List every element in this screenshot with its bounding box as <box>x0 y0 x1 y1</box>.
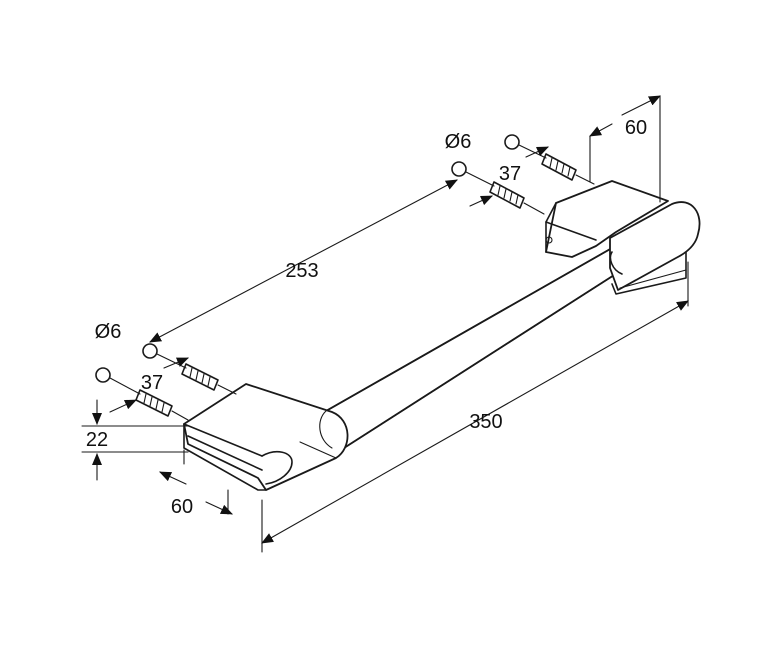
right-bracket-screw-hole <box>545 236 553 244</box>
dimension-total-length: 350 <box>261 261 689 553</box>
dimension-label-left-hole-diameter: Ø6 <box>95 321 122 343</box>
left-lower-screw <box>95 367 189 421</box>
dimension-label-left-screw-length: 37 <box>141 372 163 394</box>
dimension-left-screw-length: 37 <box>109 357 189 413</box>
dimension-label-right-screw-length: 37 <box>499 163 521 185</box>
dimension-right-bracket-depth: 60 <box>589 95 661 203</box>
right-lower-screw <box>451 161 545 215</box>
dimension-label-right-bracket-depth: 60 <box>625 117 647 139</box>
dimension-hole-spacing: 253 <box>149 179 458 343</box>
dimension-left-bracket-depth: 60 <box>159 449 233 518</box>
dimension-label-hole-spacing: 253 <box>285 260 318 282</box>
dimension-bracket-height: 22 <box>81 399 189 481</box>
left-upper-screw <box>142 343 237 395</box>
right-bracket <box>545 180 669 258</box>
dimension-label-left-bracket-depth: 60 <box>171 496 193 518</box>
right-end-cap <box>609 201 701 295</box>
left-bracket <box>183 383 349 491</box>
dimension-right-screw-length: 37 <box>469 146 549 207</box>
dimension-label-bracket-height: 22 <box>86 429 108 451</box>
dimension-label-right-hole-diameter: Ø6 <box>445 131 472 153</box>
dimension-label-total-length: 350 <box>469 411 502 433</box>
